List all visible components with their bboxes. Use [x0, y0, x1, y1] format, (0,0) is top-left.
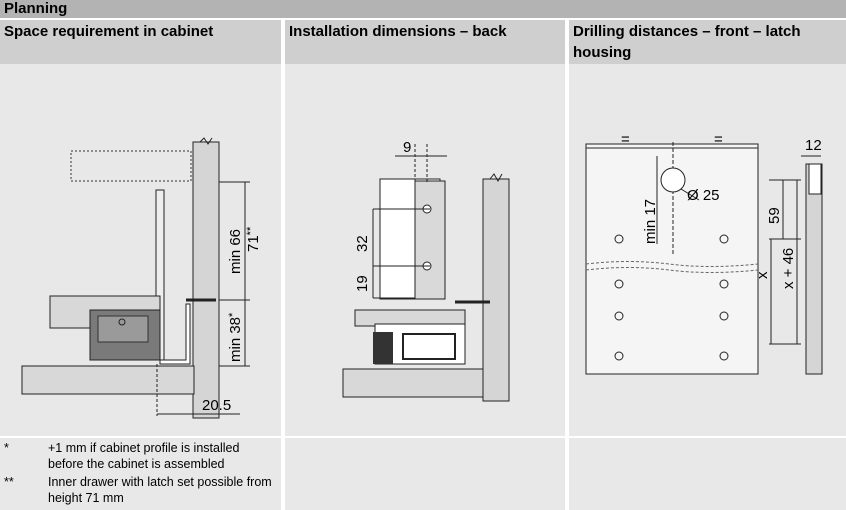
runner-profile — [159, 303, 191, 365]
figure-panel-drilling-distances: = = 12 Ø 25 min 17 59 x + 46 x — [569, 64, 846, 436]
space-requirement-drawing: min 66 71** min 38* 20.5 — [21, 137, 262, 419]
notes-panel: * +1 mm if cabinet profile is installed … — [0, 438, 281, 510]
figure-panel-installation-dimensions: 9 32 19 — [285, 64, 565, 436]
cabinet-side-wall — [192, 141, 220, 419]
break-mark — [199, 137, 213, 145]
column-header-space-requirement: Space requirement in cabinet — [0, 20, 281, 64]
dim-x-label: x — [754, 271, 771, 279]
drill-hole — [719, 279, 729, 289]
footnote-mark: ** — [4, 475, 14, 489]
column-title: Drilling distances – front – latch housi… — [573, 23, 801, 61]
cabinet-bottom — [21, 365, 195, 395]
footnote-text: Inner drawer with latch set possible fro… — [48, 475, 272, 505]
footnote-mark: * — [4, 441, 9, 455]
leader-line — [680, 188, 700, 201]
notes-panel-empty — [569, 438, 846, 510]
break-mark — [489, 173, 503, 183]
column-header-drilling-distances: Drilling distances – front – latch housi… — [569, 20, 846, 64]
dim-lower-label: min 38* — [227, 312, 244, 362]
side-profile-top — [808, 163, 822, 195]
dim-low-label: 19 — [354, 275, 371, 292]
top-board-dotted — [70, 150, 192, 182]
column-title: Installation dimensions – back — [289, 23, 507, 40]
latch-screw — [118, 318, 126, 326]
dim-side-label: 12 — [805, 137, 822, 154]
dim-top-label: 9 — [403, 139, 411, 156]
latch-bore — [660, 167, 686, 193]
dim-height-label: min 66 — [227, 229, 244, 274]
runner-detail — [402, 333, 456, 360]
dim-x46-label: x + 46 — [780, 248, 797, 289]
dim-dia-label: Ø 25 — [687, 187, 720, 204]
drill-hole — [614, 311, 624, 321]
eq-right-label: = — [714, 131, 723, 148]
cabinet-bottom — [342, 368, 484, 398]
dim-height-alt-label: 71** — [245, 226, 262, 252]
installation-dimensions-drawing: 9 32 19 — [342, 139, 510, 402]
column-title: Space requirement in cabinet — [4, 23, 214, 40]
notes-panel-empty — [285, 438, 565, 510]
dim-59-label: 59 — [766, 207, 783, 224]
drill-hole — [614, 351, 624, 361]
drill-hole — [614, 279, 624, 289]
break-line — [585, 267, 759, 273]
rear-bracket — [414, 180, 446, 300]
drill-hole — [614, 234, 624, 244]
footnote-text: +1 mm if cabinet profile is installed be… — [48, 441, 240, 471]
drilling-distances-drawing: = = 12 Ø 25 min 17 59 x + 46 x — [585, 131, 823, 375]
dim-mid-label: 32 — [354, 235, 371, 252]
drill-hole — [719, 351, 729, 361]
figure-panel-space-requirement: min 66 71** min 38* 20.5 — [0, 64, 281, 436]
dim-width-label: 20.5 — [202, 397, 231, 414]
drill-hole — [719, 311, 729, 321]
page-title: Planning — [0, 0, 846, 18]
column-header-installation-dimensions: Installation dimensions – back — [285, 20, 565, 64]
latch-detail — [97, 315, 149, 343]
eq-left-label: = — [621, 131, 630, 148]
drill-hole — [719, 234, 729, 244]
dim-min-label: min 17 — [642, 199, 659, 244]
break-line — [585, 261, 759, 267]
cabinet-side-wall — [482, 178, 510, 402]
side-profile — [805, 163, 823, 375]
runner-block — [373, 332, 393, 364]
